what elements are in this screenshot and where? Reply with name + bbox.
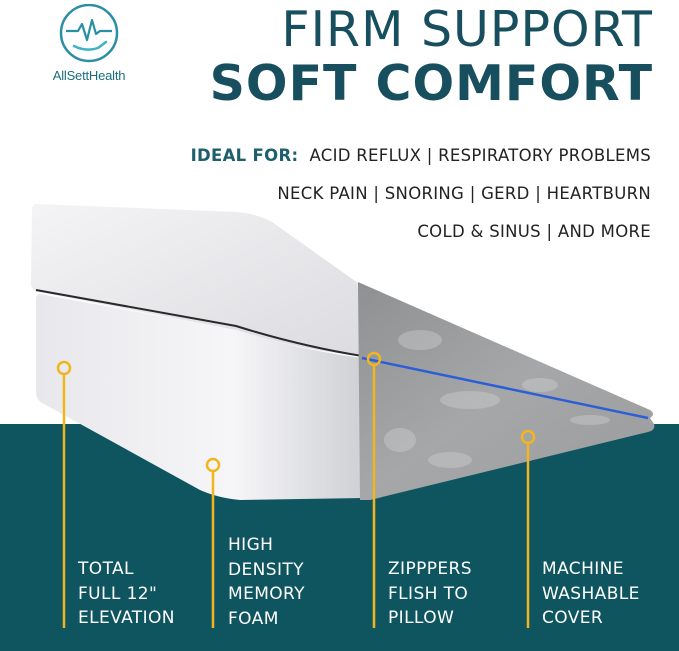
callout-marker-zippers [366, 351, 382, 628]
callout-line: HIGH [228, 535, 274, 555]
brand-name: AllSettHealth [52, 68, 126, 83]
cover-texture [384, 330, 610, 468]
callout-marker-cover [520, 429, 536, 628]
ideal-for-line-3: COLD & SINUS | AND MORE [417, 222, 651, 241]
ideal-for-lead: IDEAL FOR: [190, 146, 299, 165]
ideal-for-line-2: NECK PAIN | SNORING | GERD | HEARTBURN [277, 184, 651, 203]
brand-logo: AllSettHealth [28, 3, 138, 94]
callout-line: FLISH TO [388, 583, 469, 604]
headline-line-2: SOFT COMFORT [209, 55, 653, 112]
grey-cover [358, 282, 655, 500]
heartbeat-icon [66, 18, 112, 42]
callout-line: WASHABLE [542, 583, 640, 604]
callout-line: MACHINE [542, 559, 624, 579]
callout-line: FOAM [228, 608, 279, 629]
logo-mark [59, 3, 119, 63]
upper-wedge-foam [30, 204, 366, 356]
callout-line: ZIPPPERS [388, 559, 472, 579]
callout-marker-memory-foam [205, 457, 221, 628]
seam-line [35, 289, 363, 357]
callout-line: DENSITY [228, 559, 304, 580]
callout-line: FULL 12" [78, 583, 158, 604]
callout-cover: MACHINE WASHABLE COVER [542, 557, 640, 631]
caring-hand-icon [72, 40, 108, 51]
ideal-for-text-1: ACID REFLUX | RESPIRATORY PROBLEMS [309, 146, 651, 165]
ideal-for-line-1: IDEAL FOR: ACID REFLUX | RESPIRATORY PRO… [191, 146, 651, 165]
callout-marker-elevation [56, 360, 72, 628]
lower-foam-block [36, 294, 364, 500]
callout-line: PILLOW [388, 608, 455, 628]
zipper-line [361, 356, 649, 420]
callout-elevation: TOTAL FULL 12" ELEVATION [78, 557, 175, 631]
callout-line: MEMORY [228, 584, 305, 604]
headline-line-1: FIRM SUPPORT [281, 1, 653, 58]
callout-line: ELEVATION [78, 608, 175, 628]
callout-line: COVER [542, 608, 604, 628]
callout-memory-foam: HIGH DENSITY MEMORY FOAM [228, 533, 305, 631]
callout-zippers: ZIPPPERS FLISH TO PILLOW [388, 557, 472, 631]
callout-line: TOTAL [78, 559, 134, 579]
